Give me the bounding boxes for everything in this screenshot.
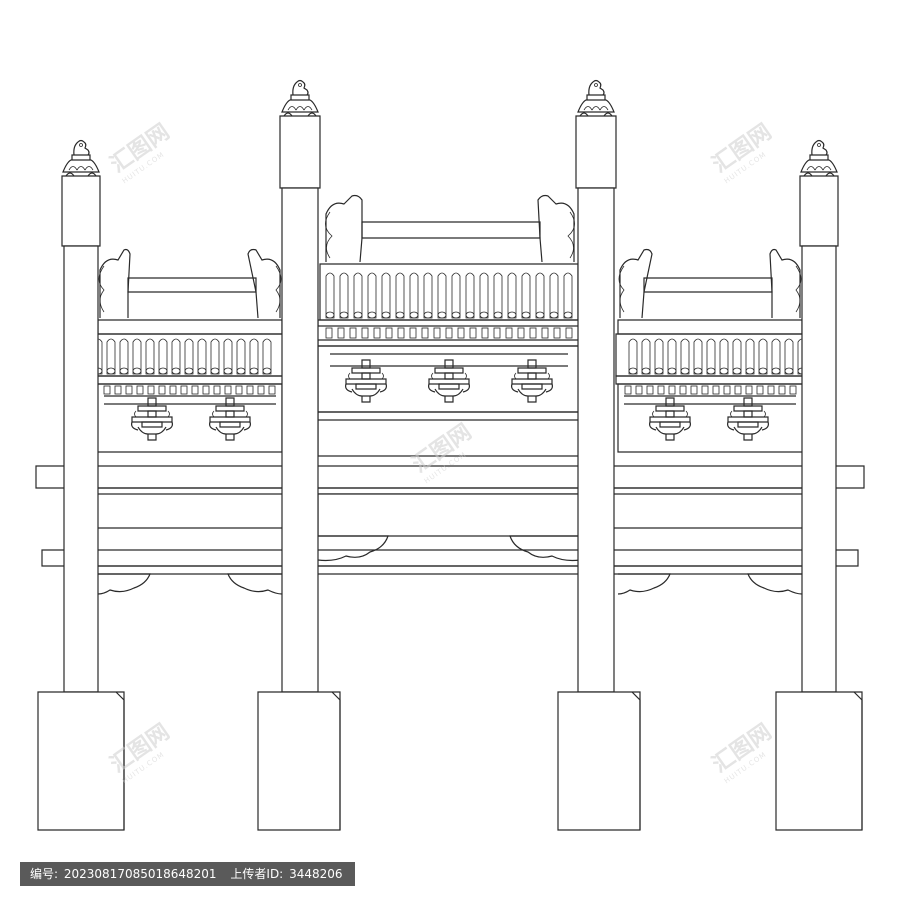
pillar-4 — [775, 139, 863, 831]
central-roof — [317, 194, 581, 457]
id-value: 20230817085018648201 — [63, 867, 217, 881]
pillar-1 — [37, 139, 125, 831]
pillar-2 — [257, 79, 341, 831]
right-roof — [615, 248, 815, 453]
pillar-3 — [557, 79, 641, 831]
image-info-bar: 编号: 20230817085018648201 上传者ID: 3448206 — [20, 862, 355, 886]
left-roof — [85, 248, 285, 453]
beams — [35, 465, 865, 595]
uploader-label: 上传者ID: — [230, 867, 284, 881]
uploader-value: 3448206 — [289, 867, 343, 881]
id-label: 编号: — [30, 867, 59, 881]
